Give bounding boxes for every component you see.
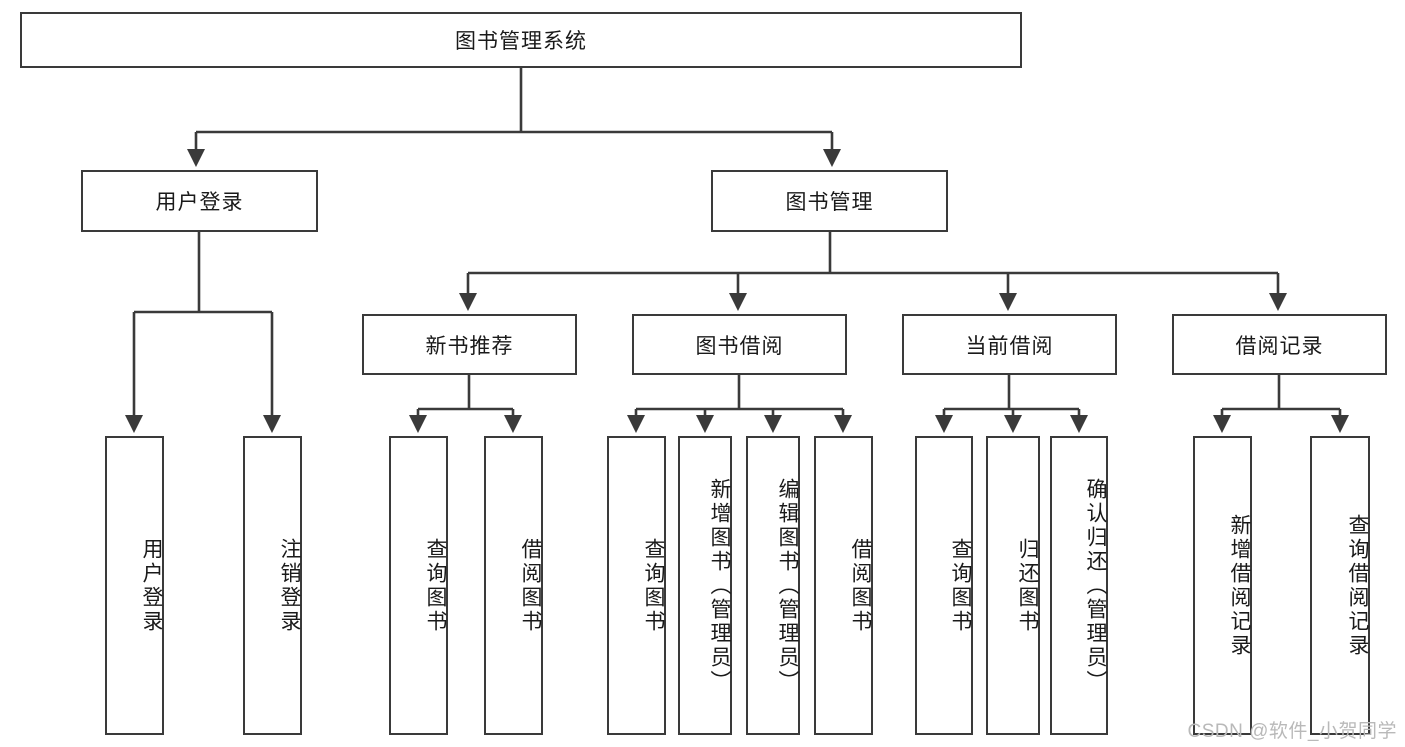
node-user-login[interactable]: 用户登录	[81, 170, 318, 232]
leaf-recommend-borrow-book[interactable]: 借阅图书	[484, 436, 543, 735]
leaf-borrow-borrow-book[interactable]: 借阅图书	[814, 436, 873, 735]
leaf-recommend-query-book[interactable]: 查询图书	[389, 436, 448, 735]
node-label: 归还图书	[1016, 537, 1039, 634]
node-label: 借阅图书	[849, 537, 872, 634]
leaf-current-query-book[interactable]: 查询图书	[915, 436, 973, 735]
node-label: 用户登录	[155, 191, 244, 214]
node-borrow-record[interactable]: 借阅记录	[1172, 314, 1387, 375]
leaf-record-add-record[interactable]: 新增借阅记录	[1193, 436, 1252, 735]
node-label: 图书管理	[785, 191, 874, 214]
node-label: 新增图书（管理员）	[708, 477, 731, 694]
node-label: 确认归还（管理员）	[1084, 477, 1107, 694]
node-label: 当前借阅	[965, 334, 1054, 358]
leaf-current-confirm-return-admin[interactable]: 确认归还（管理员）	[1050, 436, 1108, 735]
node-label: 用户登录	[140, 537, 163, 634]
csdn-watermark: CSDN @软件_小贺同学	[1187, 721, 1397, 742]
node-label: 注销登录	[278, 537, 301, 634]
leaf-record-query-record[interactable]: 查询借阅记录	[1310, 436, 1370, 735]
leaf-borrow-edit-book-admin[interactable]: 编辑图书（管理员）	[746, 436, 800, 735]
node-book-borrow[interactable]: 图书借阅	[632, 314, 847, 375]
node-label: 借阅图书	[519, 537, 542, 634]
leaf-borrow-add-book-admin[interactable]: 新增图书（管理员）	[678, 436, 732, 735]
node-new-book-recommend[interactable]: 新书推荐	[362, 314, 577, 375]
node-book-management[interactable]: 图书管理	[711, 170, 948, 232]
node-label: 借阅记录	[1235, 334, 1324, 358]
node-label: 查询图书	[949, 537, 972, 634]
node-label: 图书管理系统	[455, 30, 587, 53]
node-root-book-management-system[interactable]: 图书管理系统	[20, 12, 1022, 68]
node-current-borrow[interactable]: 当前借阅	[902, 314, 1117, 375]
leaf-user-login-signout[interactable]: 注销登录	[243, 436, 302, 735]
leaf-borrow-query-book[interactable]: 查询图书	[607, 436, 666, 735]
node-label: 新增借阅记录	[1228, 513, 1251, 658]
leaf-user-login-signin[interactable]: 用户登录	[105, 436, 164, 735]
node-label: 查询图书	[642, 537, 665, 634]
node-label: 新书推荐	[425, 334, 514, 358]
node-label: 查询借阅记录	[1346, 513, 1369, 658]
node-label: 编辑图书（管理员）	[776, 477, 799, 694]
node-label: 图书借阅	[695, 334, 784, 358]
leaf-current-return-book[interactable]: 归还图书	[986, 436, 1040, 735]
node-label: 查询图书	[424, 537, 447, 634]
